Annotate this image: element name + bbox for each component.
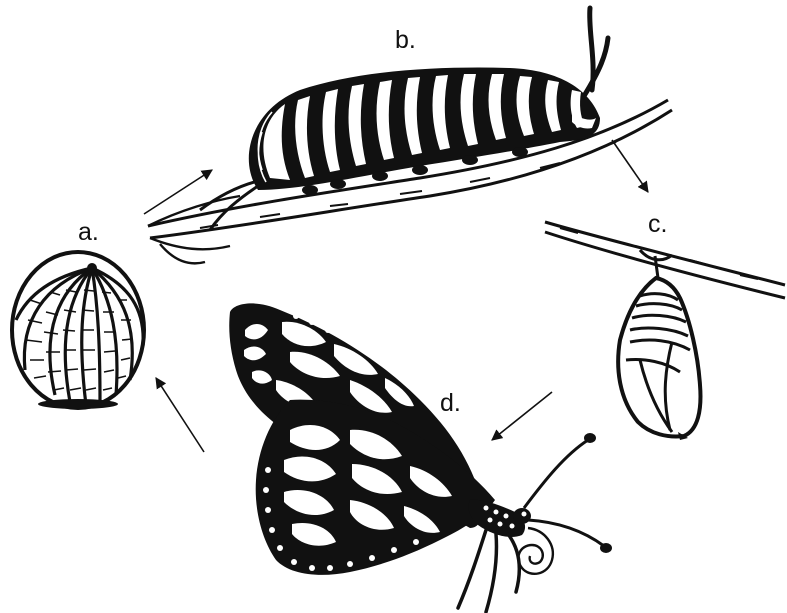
arrow-chrysalis-to-butterfly xyxy=(492,392,552,440)
arrow-caterpillar-to-chrysalis xyxy=(612,140,648,192)
egg-illustration xyxy=(12,252,144,409)
label-chrysalis: c. xyxy=(648,212,667,237)
label-caterpillar: b. xyxy=(395,28,416,53)
arrow-butterfly-to-egg xyxy=(156,378,204,452)
label-egg: a. xyxy=(78,220,99,245)
chrysalis-illustration xyxy=(545,222,785,440)
butterfly-illustration xyxy=(229,303,612,612)
label-butterfly: d. xyxy=(440,391,461,416)
